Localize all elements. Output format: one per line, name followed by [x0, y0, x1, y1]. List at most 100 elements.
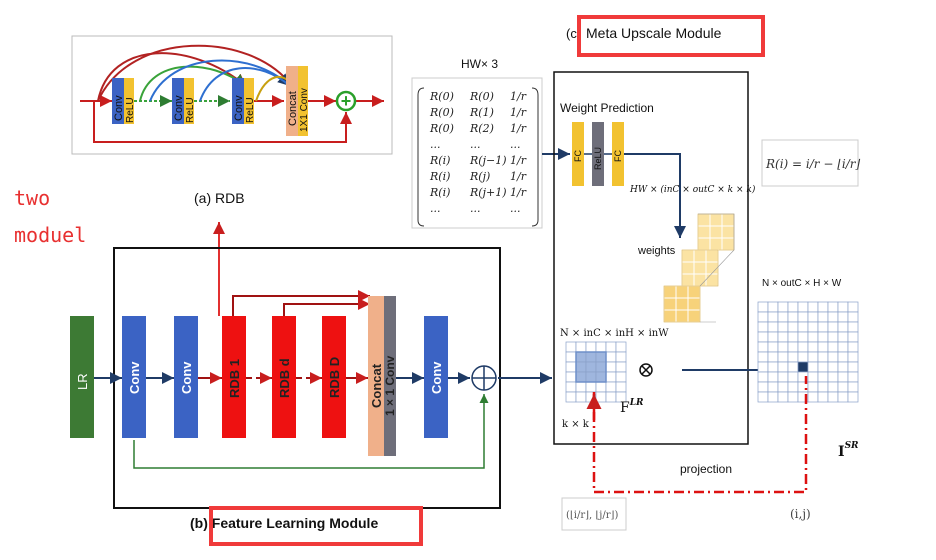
- feature-cell: [575, 381, 587, 393]
- weight-cell: [687, 297, 701, 311]
- weight-cell: [663, 285, 677, 299]
- output-cell: [777, 341, 789, 353]
- matrix-cell: R(0): [429, 122, 454, 135]
- output-cell: [847, 391, 859, 403]
- output-cell: [757, 391, 769, 403]
- rdb-1-block: [222, 316, 246, 438]
- output-cell: [847, 341, 859, 353]
- proj-coord-frame: [561, 497, 627, 531]
- feature-cell: [565, 371, 577, 383]
- output-cell: [807, 311, 819, 323]
- weight-cell: [681, 249, 695, 263]
- feature-cell: [585, 361, 597, 373]
- weight-stack-edges: [698, 213, 735, 323]
- output-cell: [817, 391, 829, 403]
- output-cell: [797, 311, 809, 323]
- output-cell: [847, 381, 859, 393]
- output-cell: [827, 361, 839, 373]
- output-cell: [767, 321, 779, 333]
- output-cell: [787, 391, 799, 403]
- output-cell: [807, 361, 819, 373]
- rdb-D-label: RDB D: [327, 357, 342, 398]
- output-cell: [767, 381, 779, 393]
- rdb-conv-block-2: [172, 78, 184, 124]
- matrix-cell: 1/r: [510, 90, 527, 103]
- feature-cell: [565, 391, 577, 403]
- feature-learning-highlight: [209, 506, 423, 546]
- output-cell: [767, 361, 779, 373]
- weight-cell: [693, 261, 707, 275]
- weight-cell: [705, 273, 719, 287]
- output-cell: [847, 331, 859, 343]
- weight-cell: [709, 237, 723, 251]
- output-cell: [797, 351, 809, 363]
- rdb-skip-arc-2: [97, 44, 293, 102]
- output-cell: [787, 311, 799, 323]
- hw3-label: HW× 3: [461, 57, 498, 71]
- output-cell: [827, 391, 839, 403]
- conv-1-label: Conv: [127, 361, 142, 394]
- matrix-cell: R(j−1): [469, 154, 507, 167]
- output-cell: [767, 351, 779, 363]
- feature-cell: [605, 341, 617, 353]
- output-shape-label: N × outC × H × W: [762, 278, 842, 289]
- feature-cell: [615, 381, 627, 393]
- output-cell: [837, 391, 849, 403]
- conv-block-2: [174, 316, 198, 438]
- matrix-cell: ...: [470, 202, 481, 215]
- output-cell: [837, 301, 849, 313]
- rdb-skip-arc-5: [199, 67, 291, 102]
- weight-cell: [709, 225, 723, 239]
- output-cell: [787, 351, 799, 363]
- feature-learning-caption: (b) Feature Learning Module: [190, 515, 378, 531]
- isr-label: ISR: [838, 441, 859, 460]
- output-cell: [767, 371, 779, 383]
- rdb-d-block: [272, 316, 296, 438]
- output-cell: [837, 341, 849, 353]
- output-cell: [837, 361, 849, 373]
- output-cell: [817, 331, 829, 343]
- matrix-cell: R(j): [469, 170, 490, 183]
- weight-cell: [709, 213, 723, 227]
- skip-rdb1-concat: [232, 290, 370, 316]
- feature-cell: [615, 361, 627, 373]
- fc-to-weights-arrow: [624, 153, 686, 238]
- rdb-caption: (a) RDB: [194, 190, 245, 206]
- out-coord-label: (i,j): [790, 507, 811, 521]
- rdb-inset: Conv ReLU Conv ReLU Conv ReLU Concat 1X1…: [71, 35, 393, 155]
- weight-cell: [693, 273, 707, 287]
- fc-1-label: FC: [573, 150, 583, 162]
- output-cell: [777, 371, 789, 383]
- output-cell: [777, 381, 789, 393]
- weight-cell: [675, 285, 689, 299]
- weight-cell: [681, 261, 695, 275]
- lr-label: LR: [75, 373, 90, 390]
- output-cell: [817, 311, 829, 323]
- output-cell: [827, 311, 839, 323]
- conv-3-label: Conv: [429, 361, 444, 394]
- rdb-plus-sign: +: [341, 91, 352, 111]
- weights-label: weights: [637, 245, 676, 257]
- global-residual-loop: [133, 394, 489, 469]
- output-cell: [767, 301, 779, 313]
- matrix-cell: 1/r: [510, 186, 527, 199]
- rdb-block-3-label: Conv: [233, 95, 245, 121]
- feature-cell: [605, 381, 617, 393]
- output-cell: [807, 371, 819, 383]
- output-cell: [827, 331, 839, 343]
- ri-formula: R(i) = i/r − ⌊i/r⌋: [765, 157, 861, 171]
- output-cell: [807, 341, 819, 353]
- meta-upscale-caption: Meta Upscale Module: [586, 25, 722, 41]
- rdb-residual-loop: [93, 101, 352, 143]
- weight-stack: [663, 213, 735, 323]
- feature-cell: [565, 381, 577, 393]
- concat-conv-block: [384, 296, 396, 456]
- weight-cell: [675, 297, 689, 311]
- output-cell: [787, 361, 799, 373]
- fc-block-2: [612, 122, 624, 186]
- output-cell: [837, 321, 849, 333]
- output-cell: [847, 311, 859, 323]
- fc-2-label: FC: [613, 150, 623, 162]
- weight-cell: [705, 249, 719, 263]
- weight-cell: [693, 249, 707, 263]
